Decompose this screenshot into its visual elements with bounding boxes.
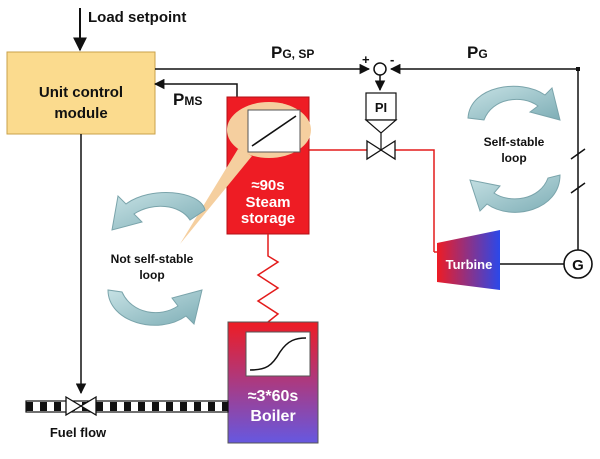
- generator-icon: [563, 249, 593, 279]
- load-setpoint-label: Load setpoint: [88, 9, 186, 26]
- turbine: [437, 230, 500, 290]
- not-self-stable-label-line1: Not self-stable: [111, 252, 194, 266]
- not-self-stable-loop-arrows: [107, 192, 206, 326]
- turbine-label: Turbine: [446, 257, 493, 272]
- self-stable-label-line1: Self-stable: [484, 135, 545, 149]
- not-self-stable-label-line2: loop: [139, 268, 164, 282]
- line-break-mark-1: [570, 148, 586, 160]
- pg-main: P: [467, 43, 478, 62]
- actuator-icon: [364, 119, 398, 134]
- pg-sp-sub: G, SP: [282, 47, 314, 61]
- control-valve-icon: [366, 139, 396, 161]
- pi-controller: [365, 92, 397, 121]
- steam-callout-pointer: [180, 149, 252, 244]
- line-break-mark-2: [570, 182, 586, 194]
- boiler-time-label: ≈3*60s: [248, 388, 299, 405]
- generator-label: G: [572, 257, 584, 274]
- pms-main: P: [173, 90, 184, 109]
- summing-junction-icon: [373, 62, 387, 76]
- fuel-flow-label: Fuel flow: [50, 425, 107, 440]
- unit-control-label-line1: Unit control: [39, 84, 123, 101]
- pg-sp-label: PG, SP: [271, 43, 314, 62]
- pms-label: PMS: [173, 90, 202, 109]
- pg-sp-main: P: [271, 43, 282, 62]
- pms-sub: MS: [184, 94, 202, 108]
- boiler-label: Boiler: [250, 408, 295, 425]
- unit-control-label-line2: module: [54, 105, 107, 122]
- plus-sign: +: [362, 52, 370, 67]
- boiler-to-storage-connection: [256, 234, 280, 323]
- pg-label: PG: [467, 43, 488, 62]
- self-stable-label-line2: loop: [501, 151, 526, 165]
- steam-line: [309, 149, 435, 252]
- boiler-response-curve-icon: [249, 337, 307, 371]
- minus-sign: -: [390, 52, 394, 67]
- steam-time-label: ≈90s: [251, 177, 284, 194]
- steam-label-line1: Steam: [245, 194, 290, 211]
- steam-label-line2: storage: [241, 210, 295, 227]
- fuel-valve-icon: [65, 395, 97, 417]
- steam-response-curve-icon: [251, 115, 297, 147]
- self-stable-loop-arrows: [467, 85, 561, 213]
- pg-sub: G: [478, 47, 487, 61]
- pi-label: PI: [375, 100, 387, 115]
